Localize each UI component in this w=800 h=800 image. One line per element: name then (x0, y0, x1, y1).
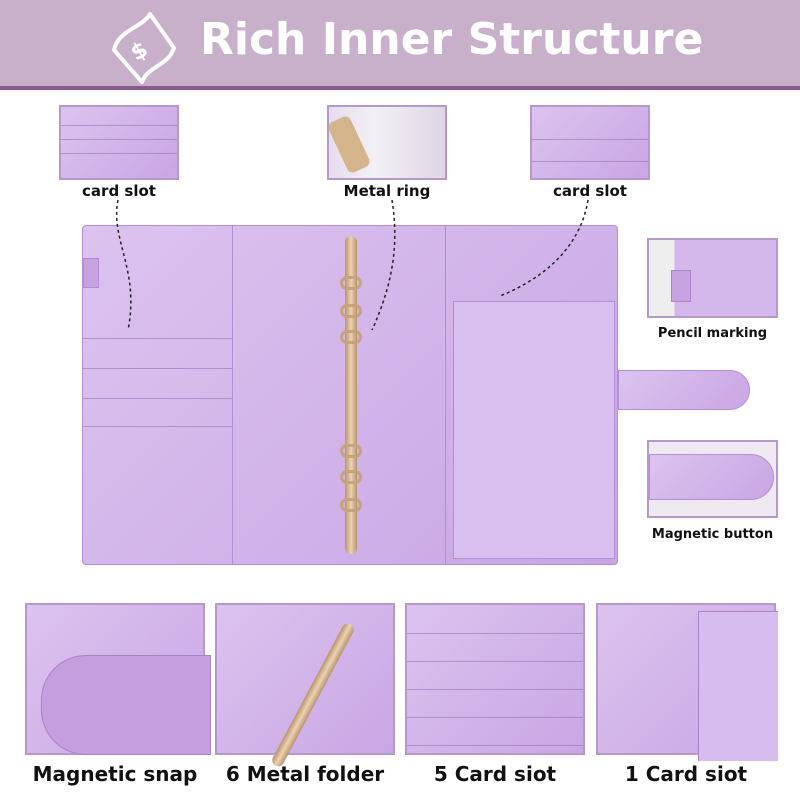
card-slot-label-right: card slot (553, 182, 627, 200)
pencil-marking-label: Pencil marking (657, 326, 768, 341)
magnetic-button-label: Magnetic button (651, 527, 774, 542)
ring-binder-spine (340, 236, 362, 554)
pen-loop (83, 258, 99, 288)
page-title: Rich Inner Structure (200, 14, 704, 65)
metal-ring-thumbnail (326, 105, 447, 180)
five-card-slot-thumbnail (405, 603, 585, 755)
metal-folder-thumbnail (215, 603, 395, 769)
card-slot-label: card slot (82, 182, 156, 200)
header-divider (0, 86, 800, 90)
middle-panel (233, 226, 446, 564)
magnetic-strap (618, 370, 750, 410)
metal-ring-label: Metal ring (343, 182, 431, 200)
card-slot-thumbnail-right (530, 105, 650, 180)
pencil-marking-thumbnail (647, 238, 778, 318)
magnetic-button-thumbnail (647, 440, 778, 518)
right-pocket (453, 301, 615, 559)
magnetic-snap-thumbnail (25, 603, 211, 755)
magnetic-snap-label: Magnetic snap (32, 762, 198, 786)
svg-text:$: $ (127, 37, 153, 66)
five-card-slot-label: 5 Card siot (433, 762, 557, 786)
left-panel (83, 226, 233, 564)
one-card-slot-label: 1 Card siot (624, 762, 748, 786)
metal-folder-label: 6 Metal folder (225, 762, 385, 786)
money-bill-icon: $ (112, 12, 176, 84)
binder-open-view (82, 225, 618, 565)
one-card-slot-thumbnail (596, 603, 778, 761)
card-slot-thumbnail (59, 105, 179, 180)
